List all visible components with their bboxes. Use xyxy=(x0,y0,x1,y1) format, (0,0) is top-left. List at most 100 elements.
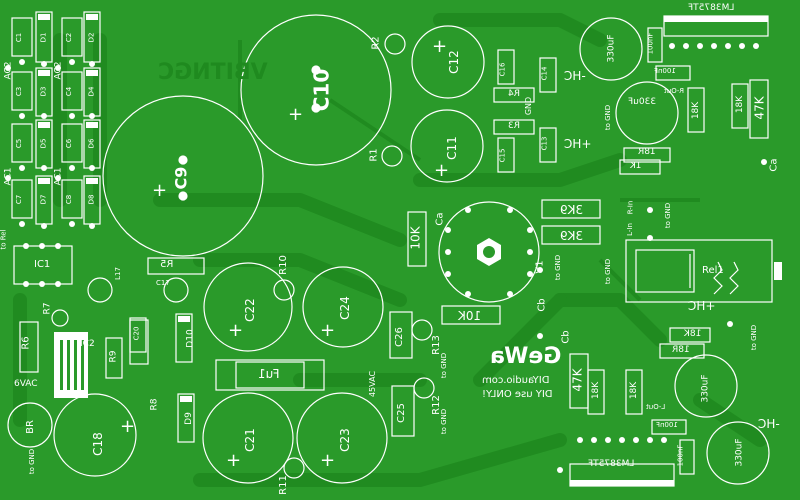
capacitor-330uf-a xyxy=(579,17,643,81)
capacitor-330uf-d xyxy=(706,421,770,485)
label-r1: R1 xyxy=(368,148,380,162)
label-c14: C14 xyxy=(540,66,549,81)
label-to-gnd-6: to GND xyxy=(664,202,673,229)
volume-pot-v1 xyxy=(438,201,540,303)
label-c9: C9 xyxy=(171,166,191,190)
capacitor-c9 xyxy=(102,95,264,257)
resistors xyxy=(19,79,769,415)
label-ac2-a: AC2 xyxy=(3,61,14,80)
label-to-rel: to Rel xyxy=(0,229,8,250)
label-d9: D9 xyxy=(183,412,194,425)
label-ic2: IC2 xyxy=(80,339,95,349)
label-18k-b: 18K xyxy=(735,95,746,114)
label-r-in: R-In xyxy=(626,200,635,215)
label-100nf-d: 100nF xyxy=(676,444,685,467)
svg-text:+: + xyxy=(432,36,447,57)
capacitor-c11 xyxy=(410,109,484,183)
label-c5: C5 xyxy=(15,138,24,149)
label-rel1: Rel1 xyxy=(702,265,724,276)
label-r10: R10 xyxy=(277,255,289,275)
capacitor-c21 xyxy=(202,392,294,484)
label-d5: D5 xyxy=(39,138,48,149)
label-c4: C4 xyxy=(65,86,74,97)
label-c10: C10 xyxy=(309,68,334,112)
label-ca-mid: Ca xyxy=(434,212,446,226)
capacitor-c23 xyxy=(296,392,388,484)
label-hc-minus-top: -HC xyxy=(564,69,586,83)
capacitor-c12 xyxy=(411,25,485,99)
label-100nf-b: 100nF xyxy=(654,67,676,75)
label-ac1-b: AC1 xyxy=(53,167,64,186)
label-ac1-a: AC1 xyxy=(3,167,14,186)
svg-text:+: + xyxy=(434,160,449,181)
label-c11: C11 xyxy=(444,136,459,160)
label-ic1: IC1 xyxy=(34,259,51,270)
label-to-gnd-3: to GND xyxy=(440,408,449,435)
label-3k9-b: 3K9 xyxy=(560,229,584,243)
label-d1: D1 xyxy=(39,32,48,43)
label-10k-a: 10K xyxy=(408,226,423,250)
label-c22: C22 xyxy=(242,298,257,322)
credit-line-1: DIYaudio.com xyxy=(482,375,550,386)
label-to-gnd-7: to GND xyxy=(604,104,613,131)
label-c24: C24 xyxy=(337,296,352,320)
fuse-fu1 xyxy=(215,359,325,391)
label-100nf-a: 100nF xyxy=(646,32,655,55)
label-l-in: L-In xyxy=(625,223,634,236)
bridge-rectifier-br xyxy=(7,402,53,448)
label-hc-plus-right: +HC xyxy=(688,299,716,313)
label-c20: C20 xyxy=(132,326,141,341)
label-v1: V1 xyxy=(534,260,546,274)
label-r7: R7 xyxy=(42,302,53,315)
label-to-gnd-8: to GND xyxy=(750,324,759,351)
label-47k-top: 47K xyxy=(752,96,767,120)
label-c12: C12 xyxy=(446,50,461,74)
label-d10: D10 xyxy=(185,329,196,348)
label-45vac: 45VAC xyxy=(368,370,378,398)
label-c13: C13 xyxy=(540,136,549,151)
label-10k-b: 10K xyxy=(458,309,482,323)
svg-text:+: + xyxy=(320,320,335,341)
label-c3: C3 xyxy=(15,86,24,97)
label-c7: C7 xyxy=(15,194,24,205)
label-fu1: Fu1 xyxy=(258,367,280,381)
label-c26: C26 xyxy=(393,327,405,347)
label-330uf-a: 330uF xyxy=(606,34,617,63)
label-d2: D2 xyxy=(87,32,96,43)
label-6vac: 6VAC xyxy=(14,379,38,389)
label-ac2-b: AC2 xyxy=(53,61,64,80)
pot-pads xyxy=(445,207,533,297)
capacitor-c22 xyxy=(203,262,293,352)
label-r8: R8 xyxy=(149,398,160,411)
capacitor-c10 xyxy=(240,14,392,166)
label-d8: D8 xyxy=(87,194,96,205)
label-d4: D4 xyxy=(87,86,96,97)
copper-traces xyxy=(13,13,767,487)
label-18k-a: 18K xyxy=(691,101,702,120)
label-hc-minus-right: -HC xyxy=(758,417,780,431)
ic2-heatsink xyxy=(54,332,88,398)
label-cb-low: Cb xyxy=(560,330,572,344)
label-18k-e: 18K xyxy=(629,381,640,400)
label-c23: C23 xyxy=(337,428,352,452)
label-r5: R5 xyxy=(160,259,174,270)
label-18k-d: 18K xyxy=(591,381,602,400)
label-hc-plus-top: +HC xyxy=(564,137,592,151)
svg-text:+: + xyxy=(288,104,303,125)
label-r6: R6 xyxy=(20,336,32,350)
svg-text:+: + xyxy=(320,450,335,471)
label-c1: C1 xyxy=(15,32,24,43)
svg-text:+: + xyxy=(226,450,241,471)
label-c16: C16 xyxy=(498,62,507,77)
label-to-gnd-2: to GND xyxy=(440,352,449,379)
label-100nf-c: 100nF xyxy=(656,421,678,429)
label-gnd: GND xyxy=(524,96,534,116)
label-1k-a: 1K xyxy=(630,161,642,171)
label-d6: D6 xyxy=(87,138,96,149)
label-to-gnd-1: to GND xyxy=(28,448,37,475)
relay-rel1 xyxy=(625,239,773,303)
label-18k-c: 18K xyxy=(684,329,702,339)
label-330uf-d: 330uF xyxy=(734,438,745,467)
